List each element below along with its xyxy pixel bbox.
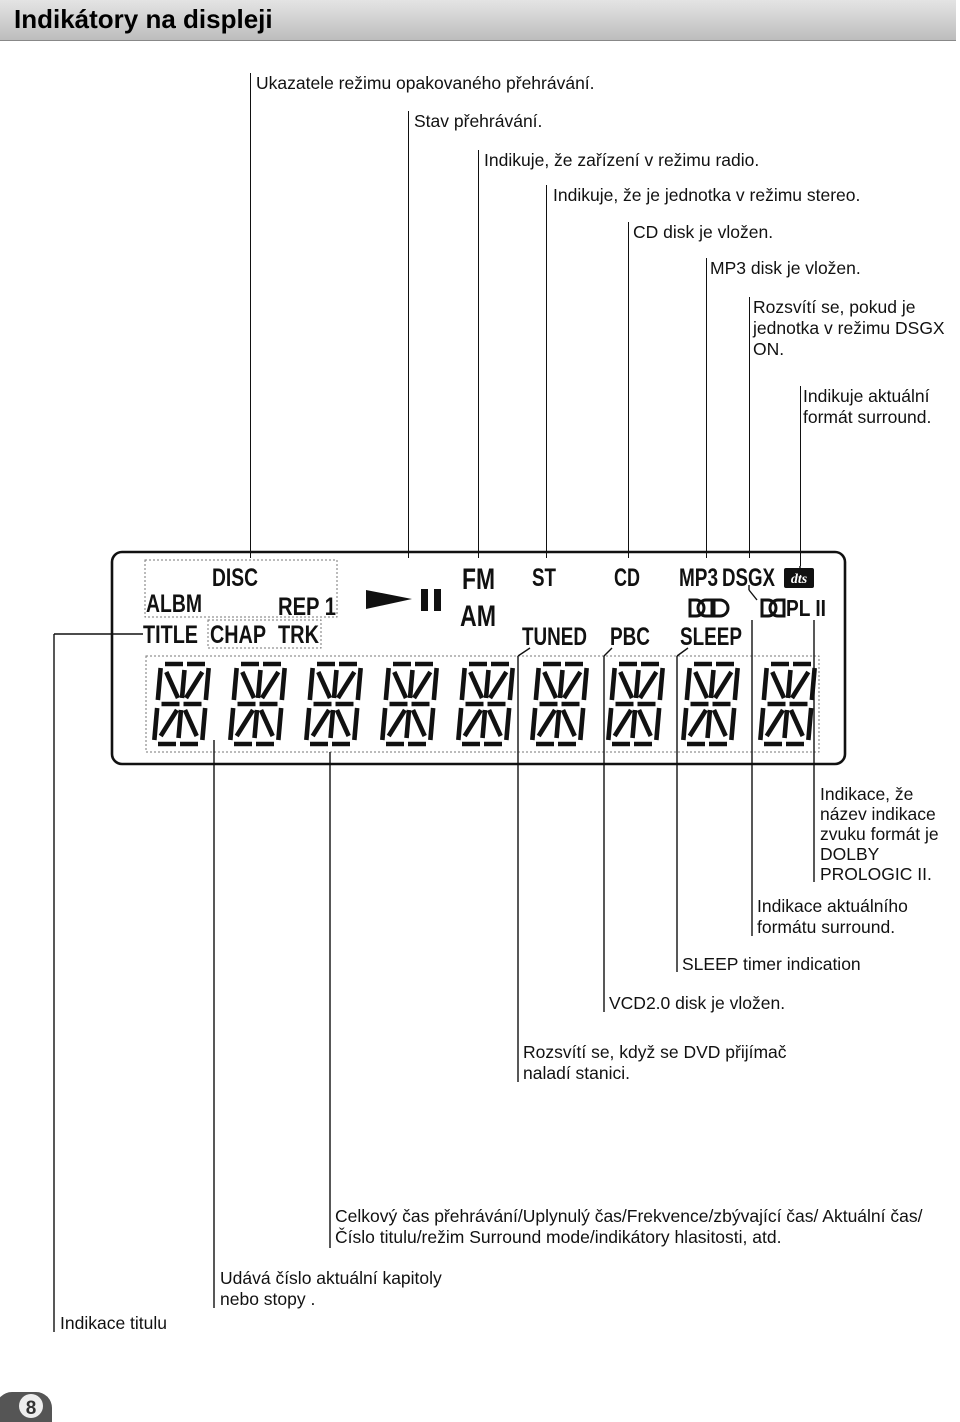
pause-icon-bar-right <box>434 589 441 611</box>
segment-digit-8 <box>681 661 740 747</box>
segment-digit-7 <box>606 661 665 747</box>
label-mp3: MP3 disk je vložen. <box>710 258 861 278</box>
leader-mp3 <box>706 258 708 558</box>
label-total-time: Celkový čas přehrávání/Uplynulý čas/Frek… <box>335 1206 923 1247</box>
play-icon <box>366 590 412 609</box>
lcd-albm: ALBM <box>146 590 202 618</box>
leader-play-state <box>408 111 410 558</box>
dts-logo-icon: dts <box>784 568 814 588</box>
lcd-panel-frame <box>110 550 847 766</box>
lcd-tuned: TUNED <box>522 623 587 651</box>
segment-digit-3 <box>304 661 363 747</box>
lcd-trk: TRK <box>278 621 319 649</box>
lcd-dts: dts <box>791 572 808 587</box>
lcd-rep1: REP 1 <box>278 593 336 621</box>
leader-dsgx <box>749 297 751 558</box>
segment-digits <box>152 661 817 747</box>
label-vcd: VCD2.0 disk je vložen. <box>609 993 786 1013</box>
lcd-disc: DISC <box>212 564 258 592</box>
segment-digit-6 <box>530 661 589 747</box>
dashed-group-albm <box>144 559 338 618</box>
page-title: Indikátory na displeji <box>14 4 273 34</box>
leader-surround-top <box>800 386 802 566</box>
leader-cd <box>628 222 630 558</box>
segment-digit-5 <box>456 661 515 747</box>
label-sleep: SLEEP timer indication <box>682 954 861 974</box>
dashed-digit-area <box>145 655 820 753</box>
lcd-pl2: PL II <box>786 595 826 621</box>
label-cd: CD disk je vložen. <box>633 222 774 242</box>
segment-digit-2 <box>228 661 287 747</box>
segment-digit-9 <box>758 661 817 747</box>
label-stereo: Indikuje, že je jednotka v režimu stereo… <box>553 185 861 205</box>
leader-radio <box>478 150 480 558</box>
leader-stereo <box>546 185 548 558</box>
page-header: Indikátory na displeji <box>0 0 956 41</box>
label-play-state: Stav přehrávání. <box>414 111 543 131</box>
lcd-st: ST <box>532 564 556 592</box>
lcd-am: AM <box>460 600 496 633</box>
lcd-mp3: MP3 <box>679 564 718 592</box>
dashed-group-chap <box>207 619 322 649</box>
lcd-fm: FM <box>462 563 495 596</box>
segment-digit-1 <box>152 661 211 747</box>
leader-repeat <box>250 73 252 558</box>
label-surround-bottom: Indikace aktuálního formátu surround. <box>757 896 908 937</box>
label-repeat-mode: Ukazatele režimu opakovaného přehrávání. <box>256 73 595 93</box>
label-surround-top: Indikuje aktuální formát surround. <box>803 386 932 427</box>
segment-digit-4 <box>380 661 439 747</box>
leader-dsgx-tick <box>748 589 758 601</box>
lcd-title: TITLE <box>143 621 198 649</box>
lcd-pbc: PBC <box>610 623 650 651</box>
dolby-pl-icon <box>760 598 786 618</box>
pause-icon-bar-left <box>421 589 428 611</box>
dolby-digital-icon <box>688 598 730 618</box>
lcd-cd: CD <box>614 564 640 592</box>
lcd-sleep: SLEEP <box>680 623 742 651</box>
label-title: Indikace titulu <box>60 1313 168 1333</box>
page-number-badge: 8 <box>0 1392 52 1422</box>
lcd-chap: CHAP <box>210 621 266 649</box>
label-radio: Indikuje, že zařízení v režimu radio. <box>484 150 760 170</box>
label-dsgx: Rozsvítí se, pokud je jednotka v režimu … <box>753 297 945 359</box>
label-chapter: Udává číslo aktuální kapitoly nebo stopy… <box>220 1268 442 1309</box>
page-number: 8 <box>26 1398 37 1419</box>
label-tuned: Rozsvítí se, když se DVD přijímač naladí… <box>523 1042 787 1083</box>
label-dolby-pl2: Indikace, že název indikace zvuku formát… <box>820 784 939 884</box>
